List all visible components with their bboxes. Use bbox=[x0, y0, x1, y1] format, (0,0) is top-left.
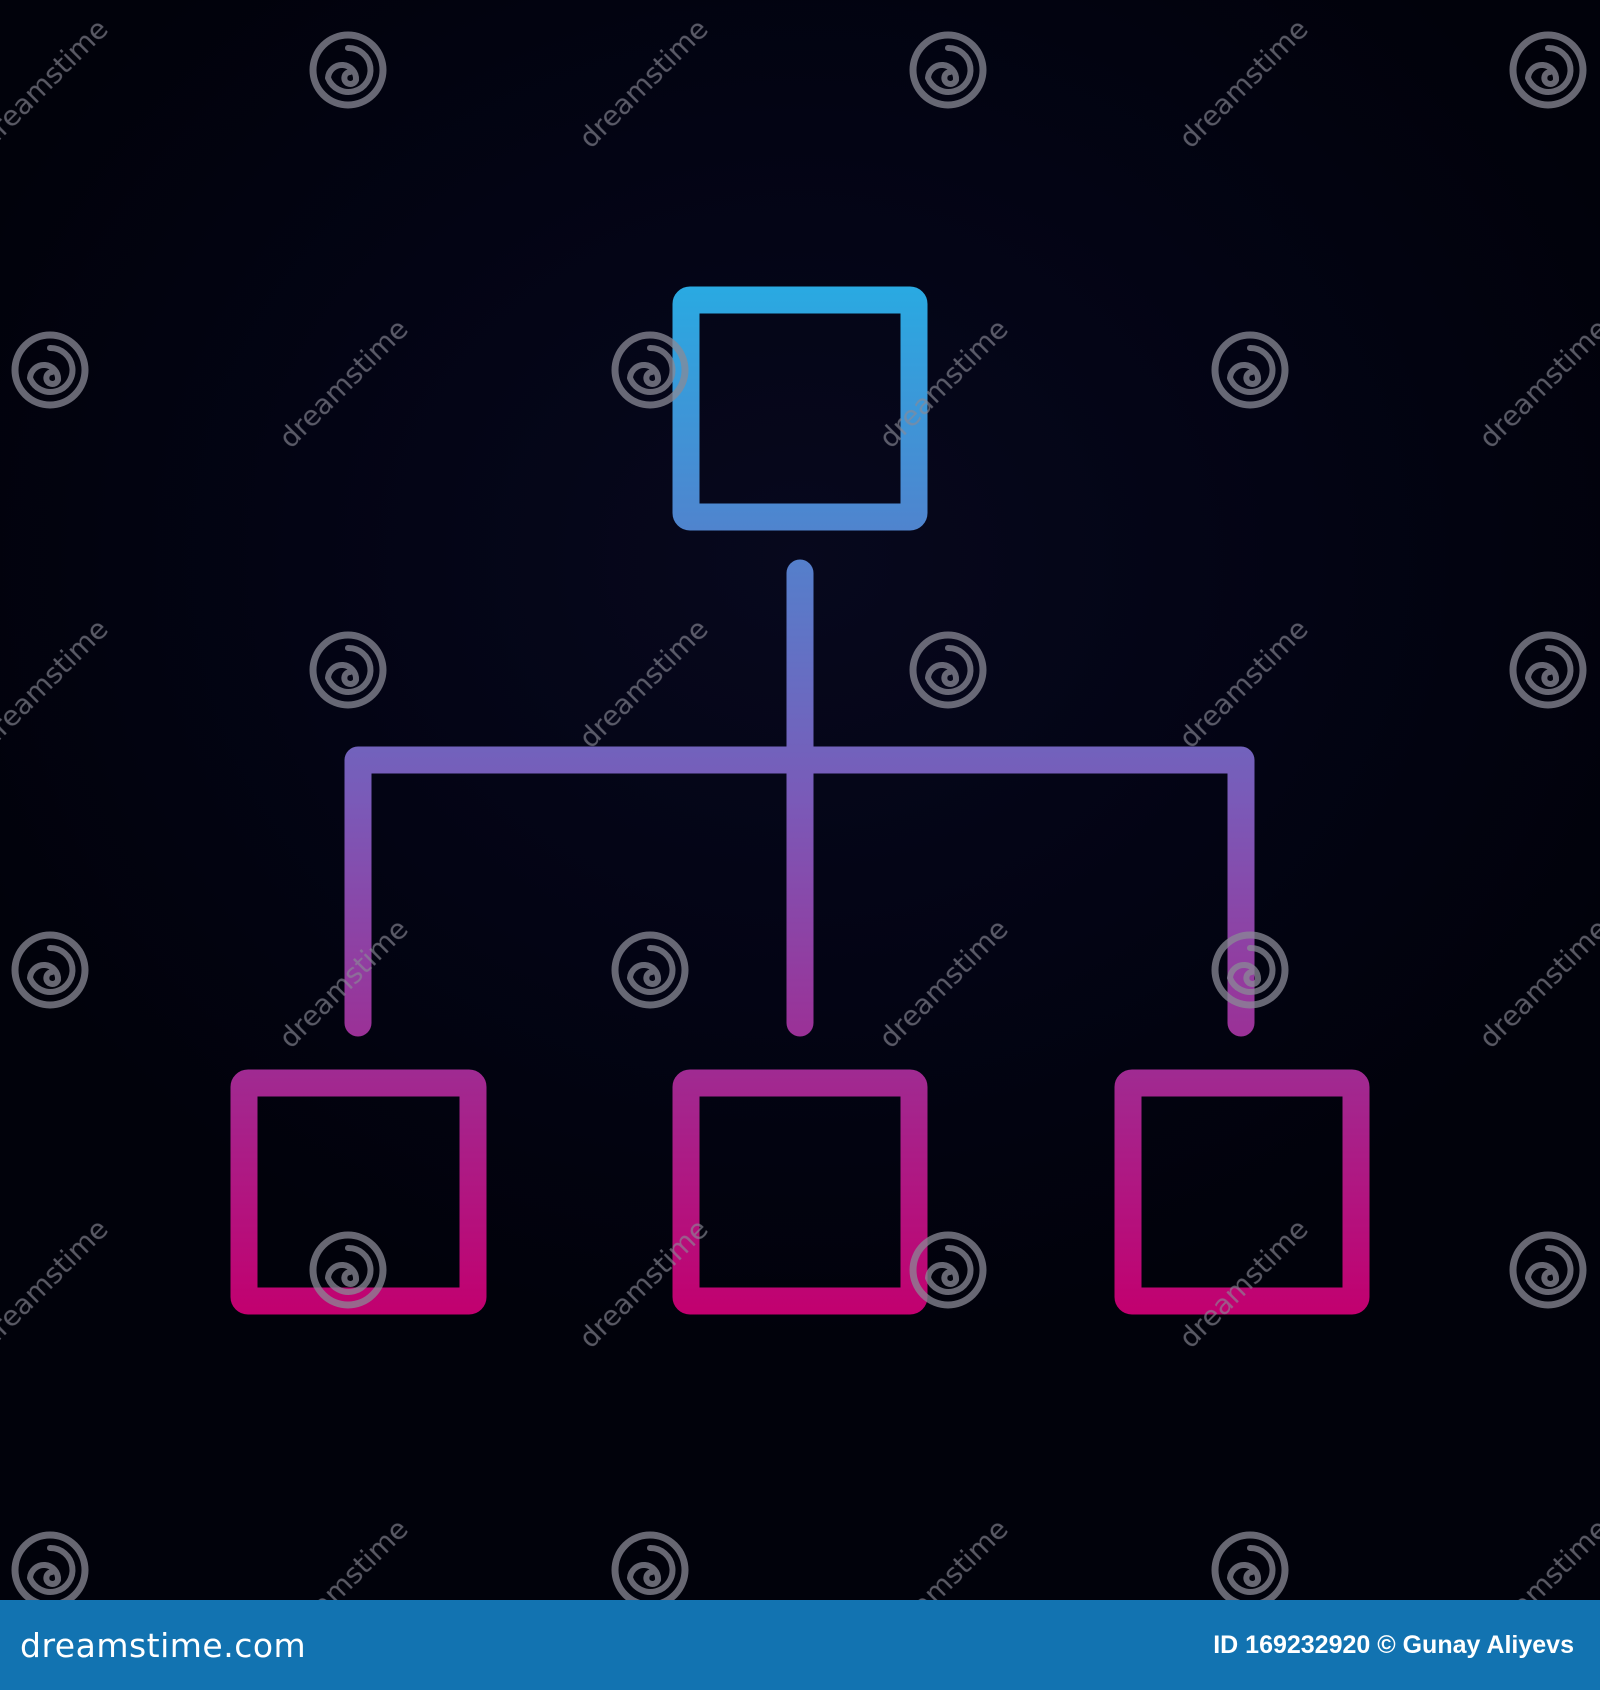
footer-credit: ID 169232920 © Gunay Aliyevs bbox=[1213, 1630, 1574, 1659]
top-node-box bbox=[672, 286, 928, 531]
bottom-node-box-left bbox=[230, 1069, 487, 1315]
branch-connector bbox=[344, 746, 1255, 1037]
footer-brand: dreamstime.com bbox=[20, 1625, 307, 1665]
bottom-node-box-right bbox=[1114, 1069, 1370, 1315]
footer-bar: dreamstime.com ID 169232920 © Gunay Aliy… bbox=[0, 1600, 1600, 1690]
hierarchy-org-chart-icon bbox=[230, 286, 1370, 1315]
bottom-node-box-center bbox=[672, 1069, 928, 1315]
